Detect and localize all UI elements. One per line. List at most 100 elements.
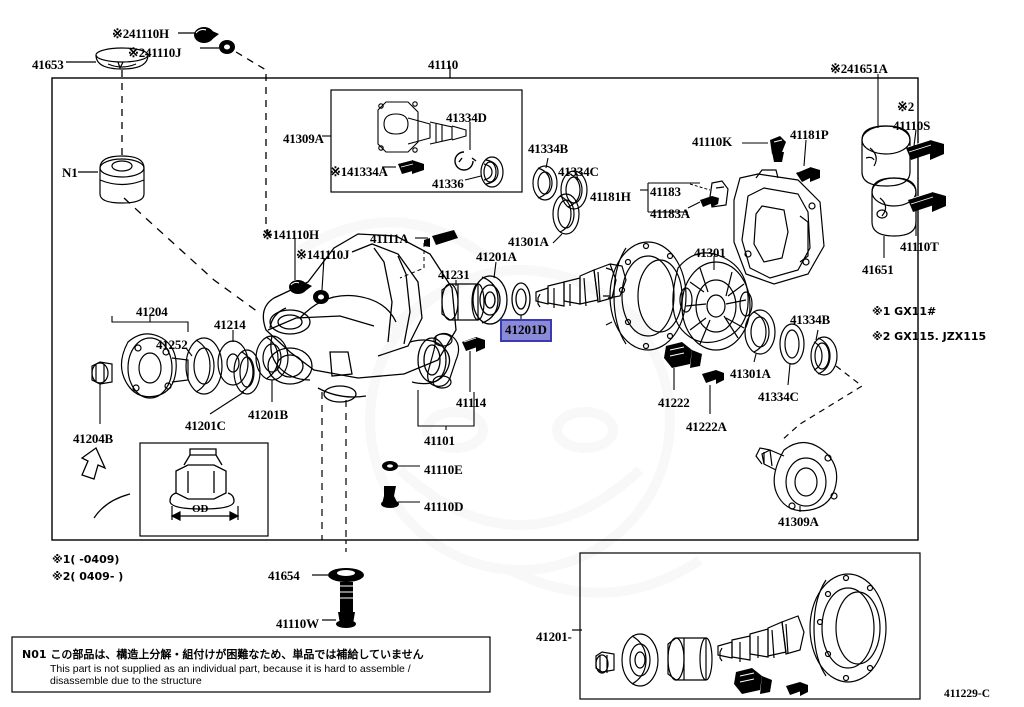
part-label-41110j-top: ※241110J: [128, 45, 182, 60]
part-label-41334c-right: 41334C: [758, 389, 799, 404]
part-label-41653: 41653: [32, 57, 64, 72]
diagram-corner-code: 411229-C: [944, 688, 990, 700]
part-41301a-top: [552, 193, 580, 235]
part-41110e: [382, 461, 398, 471]
od-dimension-label: OD: [192, 503, 209, 515]
note-english-line1: This part is not supplied as an individu…: [50, 663, 411, 675]
part-41201d-spacer: [511, 282, 531, 316]
part-label-41309a-bottom: 41309A: [778, 514, 819, 529]
part-label-41204b: 41204B: [73, 431, 113, 446]
part-label-41654: 41654: [268, 568, 300, 583]
part-label-41336: 41336: [432, 176, 464, 191]
note-marker-2-41110s: ※2: [897, 99, 914, 114]
part-41114-bolt: [462, 337, 485, 352]
part-label-41201b: 41201B: [248, 407, 288, 422]
part-label-41101: 41101: [424, 433, 455, 448]
part-label-41231: 41231: [438, 267, 470, 282]
part-label-41309a: 41309A: [283, 131, 324, 146]
inset-41201-sleeve: [667, 637, 713, 681]
dashed-leader-n1: [123, 197, 259, 313]
part-label-41204: 41204: [136, 304, 168, 319]
part-diff-carrier-cover: [733, 169, 825, 285]
marker-n1: N1: [62, 165, 78, 180]
main-frame: [51, 77, 919, 541]
inset-41201-nut: [595, 651, 615, 674]
part-label-41334a: ※141334A: [330, 164, 388, 179]
part-41101-bracket: [427, 332, 460, 389]
inset-box-41309a: [330, 89, 523, 193]
part-label-41110t: 41110T: [900, 239, 939, 254]
part-41651a-bushing: [861, 125, 911, 187]
part-label-41201a: 41201A: [476, 249, 517, 264]
legend-model-1: ※1 GX11#: [872, 305, 937, 318]
callout-arrow: [80, 447, 131, 519]
part-41334b-top: [532, 165, 558, 201]
inset-41201-bearing-cap: [734, 668, 772, 694]
part-n1-bushing: [99, 155, 145, 204]
part-41654: [328, 568, 364, 582]
part-label-41252: 41252: [156, 337, 188, 352]
part-41653: [95, 47, 149, 70]
part-label-41334c-top: 41334C: [558, 164, 599, 179]
part-41309a-bottom: [755, 441, 838, 512]
part-label-41334d: 41334D: [446, 110, 487, 125]
part-41110d: [381, 486, 399, 508]
part-41651-bushing: [871, 177, 917, 237]
part-ring-gear: [603, 241, 687, 351]
dashed-leader-right: [781, 365, 864, 441]
part-41301-diff-case: [672, 252, 753, 351]
part-label-41301a-right: 41301A: [730, 366, 771, 381]
part-41334d: [454, 151, 477, 171]
part-label-41110e: 41110E: [424, 462, 463, 477]
part-41204-hub: [120, 333, 189, 399]
part-41222: [664, 342, 702, 368]
note-box: [11, 636, 491, 693]
part-label-41111a: 41111A: [370, 231, 409, 246]
part-label-41334b-top: 41334B: [528, 141, 568, 156]
part-label-41183: 41183: [650, 184, 681, 199]
part-pinion-shaft: [535, 263, 627, 308]
part-41204b: [91, 361, 113, 385]
part-label-41651: 41651: [862, 262, 894, 277]
part-od-nut: [169, 448, 235, 510]
part-41110j-top: [219, 40, 235, 54]
part-41301a-right: [744, 309, 776, 355]
part-label-41110k: 41110K: [692, 134, 732, 149]
part-label-41214: 41214: [214, 317, 246, 332]
part-41252: [185, 337, 223, 395]
part-41201b: [255, 335, 289, 381]
part-label-41334b-right: 41334B: [790, 312, 830, 327]
part-41309a-inset-flange: [377, 101, 467, 153]
part-label-41301: 41301: [694, 245, 726, 260]
part-41110-carrier-housing: [262, 233, 457, 403]
part-41183a: [700, 196, 719, 207]
part-label-41222: 41222: [658, 395, 690, 410]
part-label-41110: 41110: [428, 57, 459, 72]
od-dimension-arrows: [170, 506, 240, 521]
part-label-41110d: 41110D: [424, 499, 464, 514]
part-41222a: [702, 370, 724, 384]
footnote-date-1: ※1( -0409): [52, 553, 120, 566]
part-label-41110h-top: ※241110H: [112, 26, 169, 41]
part-label-41181p: 41181P: [790, 127, 829, 142]
inset-box-41201: [579, 552, 921, 700]
inset-41201-bolt: [786, 682, 808, 696]
part-41334b-right: [810, 336, 838, 376]
highlighted-part-41201d[interactable]: 41201D: [500, 319, 552, 342]
part-41110w-bolt: [336, 582, 356, 628]
part-41181p: [796, 166, 820, 182]
part-label-41110w: 41110W: [276, 616, 319, 631]
part-label-41110j-mid: ※141110J: [296, 247, 350, 262]
legend-model-2: ※2 GX115. JZX115: [872, 330, 987, 343]
inset-box-od: [139, 442, 269, 537]
part-label-41110h-mid: ※141110H: [262, 227, 319, 242]
part-41110h-mid: [289, 280, 312, 294]
part-41336: [480, 156, 504, 188]
watermark: [297, 217, 703, 598]
part-label-41651a: ※241651A: [830, 61, 888, 76]
part-41110h-top: [194, 27, 219, 43]
part-41110k: [770, 136, 786, 162]
part-label-41114: 41114: [456, 395, 487, 410]
